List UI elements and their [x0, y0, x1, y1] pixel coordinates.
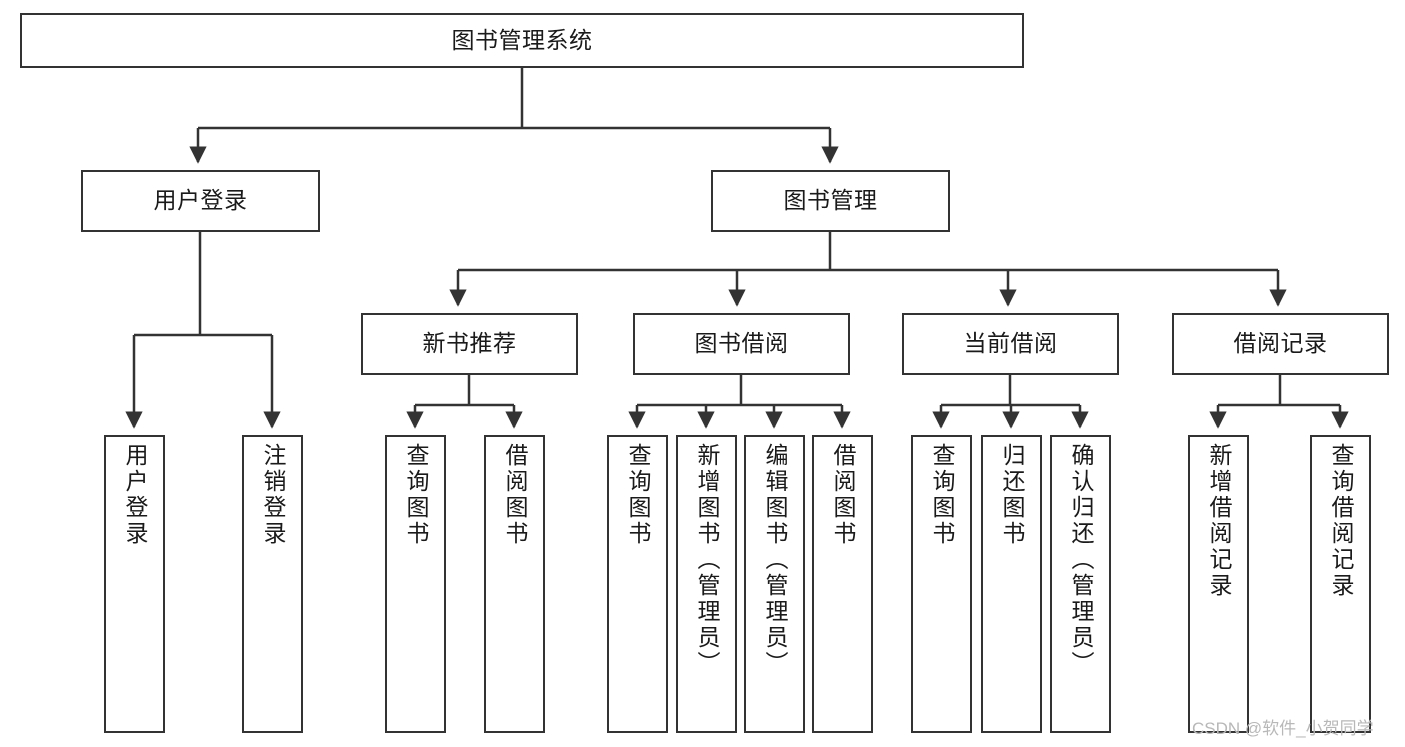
- node-leaf-query-book-2-label: 查询图书: [625, 443, 651, 547]
- node-borrow-record[interactable]: 借阅记录: [1172, 313, 1389, 375]
- node-new-book-recommend-label: 新书推荐: [422, 330, 517, 357]
- node-leaf-add-book[interactable]: 新增图书（管理员）: [676, 435, 737, 733]
- node-leaf-borrow-book-1[interactable]: 借阅图书: [484, 435, 545, 733]
- node-current-borrow-label: 当前借阅: [963, 330, 1058, 357]
- node-leaf-logout[interactable]: 注销登录: [242, 435, 303, 733]
- node-leaf-query-book-1-label: 查询图书: [403, 443, 429, 547]
- node-leaf-add-book-label: 新增图书（管理员）: [694, 443, 720, 677]
- node-book-borrow[interactable]: 图书借阅: [633, 313, 850, 375]
- node-leaf-query-record[interactable]: 查询借阅记录: [1310, 435, 1371, 733]
- node-leaf-query-book-3-label: 查询图书: [929, 443, 955, 547]
- node-leaf-return-book-label: 归还图书: [999, 443, 1025, 547]
- node-leaf-add-record[interactable]: 新增借阅记录: [1188, 435, 1249, 733]
- node-current-borrow[interactable]: 当前借阅: [902, 313, 1119, 375]
- node-root[interactable]: 图书管理系统: [20, 13, 1024, 68]
- node-leaf-logout-label: 注销登录: [260, 443, 286, 547]
- node-leaf-user-login-label: 用户登录: [122, 443, 148, 547]
- csdn-watermark: CSDN @软件_小贺同学: [1192, 719, 1374, 738]
- node-leaf-borrow-book-2[interactable]: 借阅图书: [812, 435, 873, 733]
- node-book-borrow-label: 图书借阅: [694, 330, 789, 357]
- node-borrow-record-label: 借阅记录: [1233, 330, 1328, 357]
- node-leaf-borrow-book-1-label: 借阅图书: [502, 443, 528, 547]
- node-user-login[interactable]: 用户登录: [81, 170, 320, 232]
- node-leaf-borrow-book-2-label: 借阅图书: [830, 443, 856, 547]
- node-book-manage[interactable]: 图书管理: [711, 170, 950, 232]
- node-leaf-confirm-return-label: 确认归还（管理员）: [1068, 443, 1094, 677]
- node-leaf-return-book[interactable]: 归还图书: [981, 435, 1042, 733]
- node-leaf-edit-book[interactable]: 编辑图书（管理员）: [744, 435, 805, 733]
- node-leaf-query-book-2[interactable]: 查询图书: [607, 435, 668, 733]
- node-leaf-query-book-1[interactable]: 查询图书: [385, 435, 446, 733]
- node-new-book-recommend[interactable]: 新书推荐: [361, 313, 578, 375]
- node-user-login-label: 用户登录: [153, 187, 248, 214]
- node-book-manage-label: 图书管理: [783, 187, 878, 214]
- node-leaf-edit-book-label: 编辑图书（管理员）: [762, 443, 788, 677]
- node-leaf-confirm-return[interactable]: 确认归还（管理员）: [1050, 435, 1111, 733]
- node-leaf-query-book-3[interactable]: 查询图书: [911, 435, 972, 733]
- node-leaf-user-login[interactable]: 用户登录: [104, 435, 165, 733]
- node-root-label: 图书管理系统: [451, 26, 593, 53]
- node-leaf-add-record-label: 新增借阅记录: [1206, 443, 1232, 599]
- node-leaf-query-record-label: 查询借阅记录: [1328, 443, 1354, 599]
